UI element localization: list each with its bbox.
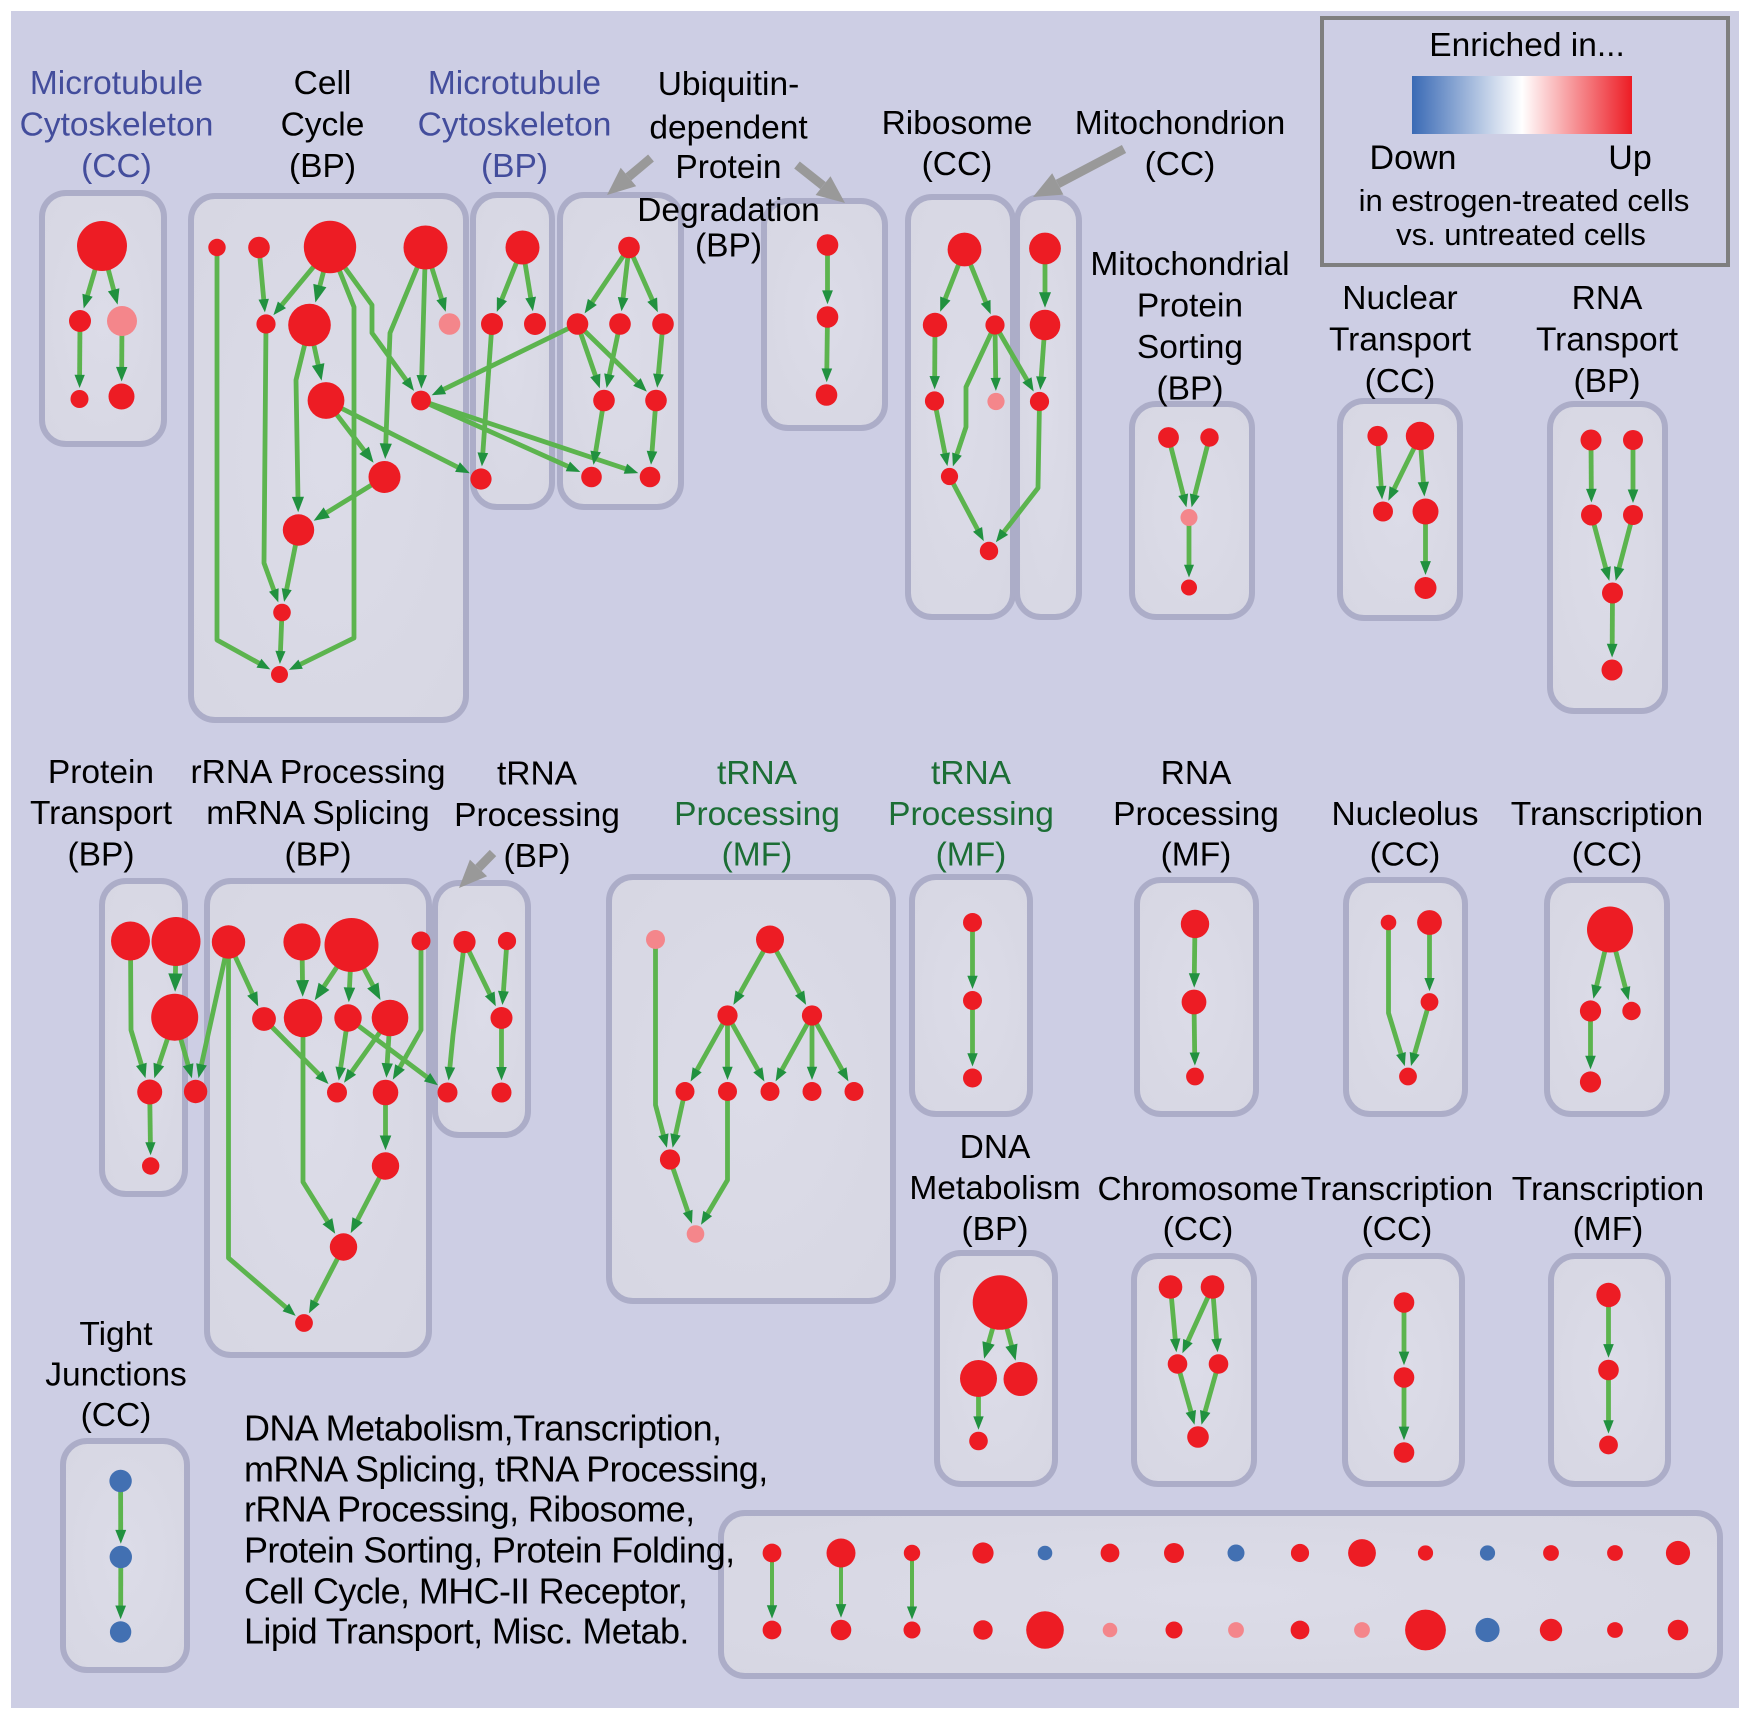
svg-text:Protein: Protein — [675, 149, 781, 186]
svg-text:(BP): (BP) — [285, 836, 352, 873]
svg-text:Cytoskeleton: Cytoskeleton — [20, 106, 214, 143]
svg-text:(BP): (BP) — [504, 838, 571, 875]
svg-text:vs. untreated cells: vs. untreated cells — [1396, 217, 1646, 252]
svg-text:(BP): (BP) — [481, 148, 548, 185]
svg-text:Cell: Cell — [294, 65, 352, 102]
svg-text:(CC): (CC) — [1145, 146, 1216, 183]
svg-text:Processing: Processing — [1113, 796, 1279, 833]
svg-text:(MF): (MF) — [1573, 1211, 1644, 1248]
svg-text:Ubiquitin-: Ubiquitin- — [658, 66, 800, 103]
svg-text:(MF): (MF) — [722, 836, 793, 873]
svg-text:rRNA Processing, Ribosome,: rRNA Processing, Ribosome, — [244, 1489, 695, 1530]
svg-text:(BP): (BP) — [1157, 370, 1224, 407]
svg-text:Sorting: Sorting — [1137, 329, 1243, 366]
svg-text:rRNA Processing: rRNA Processing — [190, 754, 445, 791]
svg-text:Transcription: Transcription — [1301, 1171, 1493, 1208]
svg-text:Cell Cycle, MHC-II Receptor,: Cell Cycle, MHC-II Receptor, — [244, 1571, 687, 1612]
svg-text:Transcription: Transcription — [1511, 796, 1703, 833]
svg-text:(BP): (BP) — [695, 227, 762, 264]
svg-text:Enriched in...: Enriched in... — [1429, 27, 1625, 64]
svg-text:tRNA: tRNA — [717, 755, 798, 792]
svg-text:tRNA: tRNA — [497, 755, 578, 792]
svg-text:(CC): (CC) — [1572, 837, 1643, 874]
svg-text:Transport: Transport — [1329, 321, 1472, 358]
svg-text:Transcription: Transcription — [1512, 1171, 1704, 1208]
svg-text:in estrogen-treated cells: in estrogen-treated cells — [1359, 183, 1690, 218]
svg-text:Microtubule: Microtubule — [428, 65, 601, 102]
svg-text:RNA: RNA — [1572, 280, 1643, 317]
svg-text:Mitochondrial: Mitochondrial — [1090, 246, 1289, 283]
svg-text:(BP): (BP) — [289, 148, 356, 185]
svg-text:Transport: Transport — [1536, 321, 1679, 358]
svg-text:Processing: Processing — [674, 796, 840, 833]
svg-text:(MF): (MF) — [1161, 836, 1232, 873]
svg-text:Protein: Protein — [48, 754, 154, 791]
svg-text:(CC): (CC) — [81, 148, 152, 185]
svg-text:(CC): (CC) — [1370, 837, 1441, 874]
svg-text:Tight: Tight — [79, 1316, 153, 1353]
svg-text:Metabolism: Metabolism — [909, 1170, 1080, 1207]
svg-text:Protein: Protein — [1137, 287, 1243, 324]
svg-text:Protein Sorting, Protein Foldi: Protein Sorting, Protein Folding, — [244, 1530, 734, 1571]
svg-text:(CC): (CC) — [922, 146, 993, 183]
svg-text:Mitochondrion: Mitochondrion — [1075, 105, 1285, 142]
svg-text:Ribosome: Ribosome — [882, 105, 1033, 142]
svg-text:mRNA Splicing: mRNA Splicing — [206, 795, 429, 832]
svg-text:Processing: Processing — [888, 796, 1054, 833]
svg-text:Chromosome: Chromosome — [1097, 1171, 1298, 1208]
svg-text:RNA: RNA — [1161, 755, 1232, 792]
svg-text:Junctions: Junctions — [45, 1356, 187, 1393]
svg-text:(BP): (BP) — [962, 1211, 1029, 1248]
svg-text:(MF): (MF) — [936, 836, 1007, 873]
svg-text:mRNA Splicing, tRNA Processing: mRNA Splicing, tRNA Processing, — [244, 1449, 768, 1490]
svg-text:(CC): (CC) — [1163, 1211, 1234, 1248]
svg-text:Lipid Transport, Misc. Metab.: Lipid Transport, Misc. Metab. — [244, 1611, 689, 1652]
svg-text:DNA: DNA — [960, 1129, 1031, 1166]
svg-text:Microtubule: Microtubule — [30, 65, 203, 102]
svg-text:Transport: Transport — [30, 795, 173, 832]
svg-text:tRNA: tRNA — [931, 755, 1012, 792]
svg-text:(CC): (CC) — [81, 1397, 152, 1434]
svg-text:Nucleolus: Nucleolus — [1331, 796, 1478, 833]
svg-text:(CC): (CC) — [1365, 363, 1436, 400]
svg-text:Cytoskeleton: Cytoskeleton — [418, 106, 612, 143]
svg-text:Down: Down — [1370, 139, 1457, 177]
svg-text:(BP): (BP) — [68, 836, 135, 873]
svg-text:DNA Metabolism,Transcription,: DNA Metabolism,Transcription, — [244, 1408, 721, 1449]
svg-text:Nuclear: Nuclear — [1342, 280, 1457, 317]
svg-text:Degradation: Degradation — [637, 192, 820, 229]
svg-text:dependent: dependent — [649, 109, 808, 146]
svg-text:(BP): (BP) — [1574, 363, 1641, 400]
svg-text:Up: Up — [1608, 139, 1651, 177]
svg-text:Cycle: Cycle — [281, 106, 365, 143]
svg-text:Processing: Processing — [454, 797, 620, 834]
svg-text:(CC): (CC) — [1362, 1211, 1433, 1248]
